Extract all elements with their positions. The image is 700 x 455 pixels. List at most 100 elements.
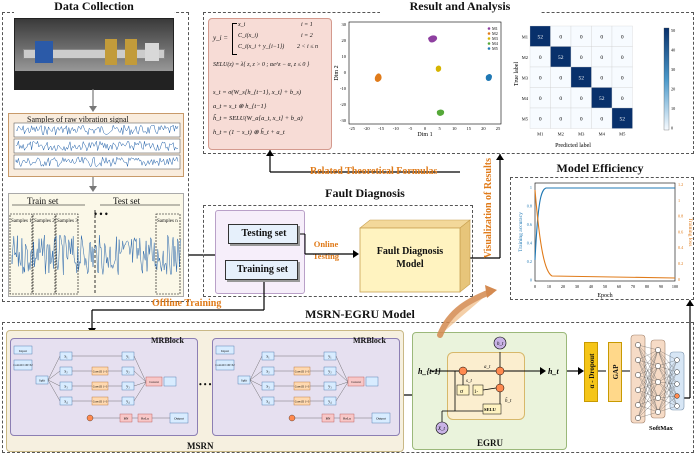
eff-ytick-right: 1 xyxy=(678,198,680,203)
output-neuron xyxy=(674,369,680,375)
eff-xtick: 90 xyxy=(659,284,663,289)
xt-label: X_t xyxy=(437,427,446,432)
cm-scale-tick: 10 xyxy=(671,106,675,111)
tsne-xtick: -5 xyxy=(409,126,413,131)
cm-cell-value: 0 xyxy=(559,34,562,40)
neuron xyxy=(655,347,661,353)
eff-ytick-left: 0.6 xyxy=(527,222,532,227)
cluster-m4 xyxy=(436,109,445,116)
cm-cell-value: 52 xyxy=(620,116,626,122)
fault-diagnosis-title: Fault Diagnosis xyxy=(325,186,405,200)
eff-xtick: 60 xyxy=(617,284,621,289)
model-efficiency-title: Model Efficiency xyxy=(556,161,644,175)
formula-ht: h_t = (1 − s_t) ⊗ h̃_t + a_t xyxy=(213,129,285,136)
selu-box xyxy=(482,403,502,415)
y-branch-label: y₄ xyxy=(126,399,130,404)
cm-xlabel: Predicted label xyxy=(555,143,591,149)
tsne-xtick: -10 xyxy=(393,126,400,131)
cluster-m3 xyxy=(435,65,442,72)
cm-cell-value: 0 xyxy=(600,75,603,81)
eff-ytick-left: 0.8 xyxy=(527,204,532,209)
x-branch-label: x₂ xyxy=(64,369,68,374)
input-label: Input xyxy=(221,349,228,353)
mrblock-1-title: MRBlock xyxy=(151,336,184,345)
bn-label: BN xyxy=(326,417,331,421)
cluster-m1 xyxy=(428,35,438,43)
cm-ylabel: True label xyxy=(514,62,520,87)
at-label: a_t xyxy=(484,365,491,370)
cm-colorbar xyxy=(663,27,670,131)
conv-small-label: Conv1D 1×3 xyxy=(93,385,108,388)
sample-3-label: Samples 3 xyxy=(57,219,78,224)
raw-signal-label: Samples of raw vibration signal xyxy=(27,115,129,124)
input-box xyxy=(215,345,235,355)
conv-small-label: Conv1D 1×3 xyxy=(295,370,310,373)
tsne-xlabel: Dim 1 xyxy=(417,132,432,138)
bn-box xyxy=(119,413,133,423)
cm-cell-value: 52 xyxy=(558,55,564,61)
relu-box xyxy=(339,413,355,423)
result-analysis-title: Result and Analysis xyxy=(380,0,540,14)
tsne-xtick: 0 xyxy=(424,126,427,131)
cm-cell-value: 0 xyxy=(600,55,603,61)
one-minus-label: 1- xyxy=(474,390,479,395)
cm-cell-value: 0 xyxy=(580,116,583,122)
train-test-panel: Train set Test set Samples 1 Samples 2 S… xyxy=(8,193,184,297)
piecewise-cond-2: i = 2 xyxy=(301,33,313,39)
accuracy-curve xyxy=(534,187,675,261)
mrblock-2-title: MRBlock xyxy=(353,336,386,345)
eff-ytick-left: 1 xyxy=(530,185,532,190)
training-set-label: Training set xyxy=(236,264,289,275)
y-out-box xyxy=(365,376,379,387)
eff-ytick-right: 0.6 xyxy=(678,229,683,234)
testing-set-label: Testing set xyxy=(241,228,287,239)
sample-n-label: Samples n xyxy=(157,219,178,224)
conv-small-box xyxy=(293,396,311,406)
piecewise-row-1: x_i xyxy=(238,22,246,28)
h-prev-label: h_{t-1} xyxy=(418,367,441,376)
neuron xyxy=(635,357,641,363)
eff-xtick: 70 xyxy=(631,284,635,289)
output-label: Output xyxy=(174,417,184,421)
tsne-ytick: 10 xyxy=(342,54,347,59)
sample-ellipsis: • • • xyxy=(94,209,108,219)
raw-signal-trace xyxy=(15,140,179,152)
output-neuron xyxy=(674,393,680,399)
y-out-box xyxy=(163,376,177,387)
conv-small-box xyxy=(91,396,109,406)
cm-cell-value: 0 xyxy=(539,116,542,122)
y-branch-label: y₁ xyxy=(126,354,130,359)
dropout-box: α - Dropout xyxy=(584,342,598,402)
eff-xtick: 0 xyxy=(534,284,536,289)
x-branch-label: x₃ xyxy=(266,384,270,389)
conv1d-label: Conv1D 1D×32 xyxy=(13,363,33,367)
neuron xyxy=(635,372,641,378)
raw-signal-trace xyxy=(15,124,179,136)
formula-st: s_t = σ(W_s[h_{t−1}, x_t] + b_s) xyxy=(213,89,302,96)
cm-cell-value: 0 xyxy=(580,96,583,102)
training-set-box: Training set xyxy=(225,260,298,280)
cm-ytick: M3 xyxy=(522,75,529,80)
x-branch-label: x₂ xyxy=(266,369,270,374)
selu-formula: SELU(z) = λ{ z, z > 0 ; αe^z − α, z ≤ 0 … xyxy=(213,62,310,68)
input-label: Input xyxy=(19,349,26,353)
cm-cell-value: 52 xyxy=(579,75,585,81)
msrn-egru-title: MSRN-EGRU Model xyxy=(305,307,415,321)
output-box xyxy=(371,412,391,424)
relu-label: ReLu xyxy=(141,417,149,421)
x-branch-label: x₁ xyxy=(266,354,270,359)
tsne-legend-label: M5 xyxy=(492,46,498,51)
conv-small-label: Conv1D 1×3 xyxy=(93,400,108,403)
neuron xyxy=(655,363,661,369)
y-branch-label: y₃ xyxy=(126,384,130,389)
bn-box xyxy=(321,413,335,423)
cm-cell-value: 0 xyxy=(621,55,624,61)
bn-label: BN xyxy=(124,417,129,421)
concat-label: Concat xyxy=(351,380,360,384)
xt-node xyxy=(435,421,449,435)
